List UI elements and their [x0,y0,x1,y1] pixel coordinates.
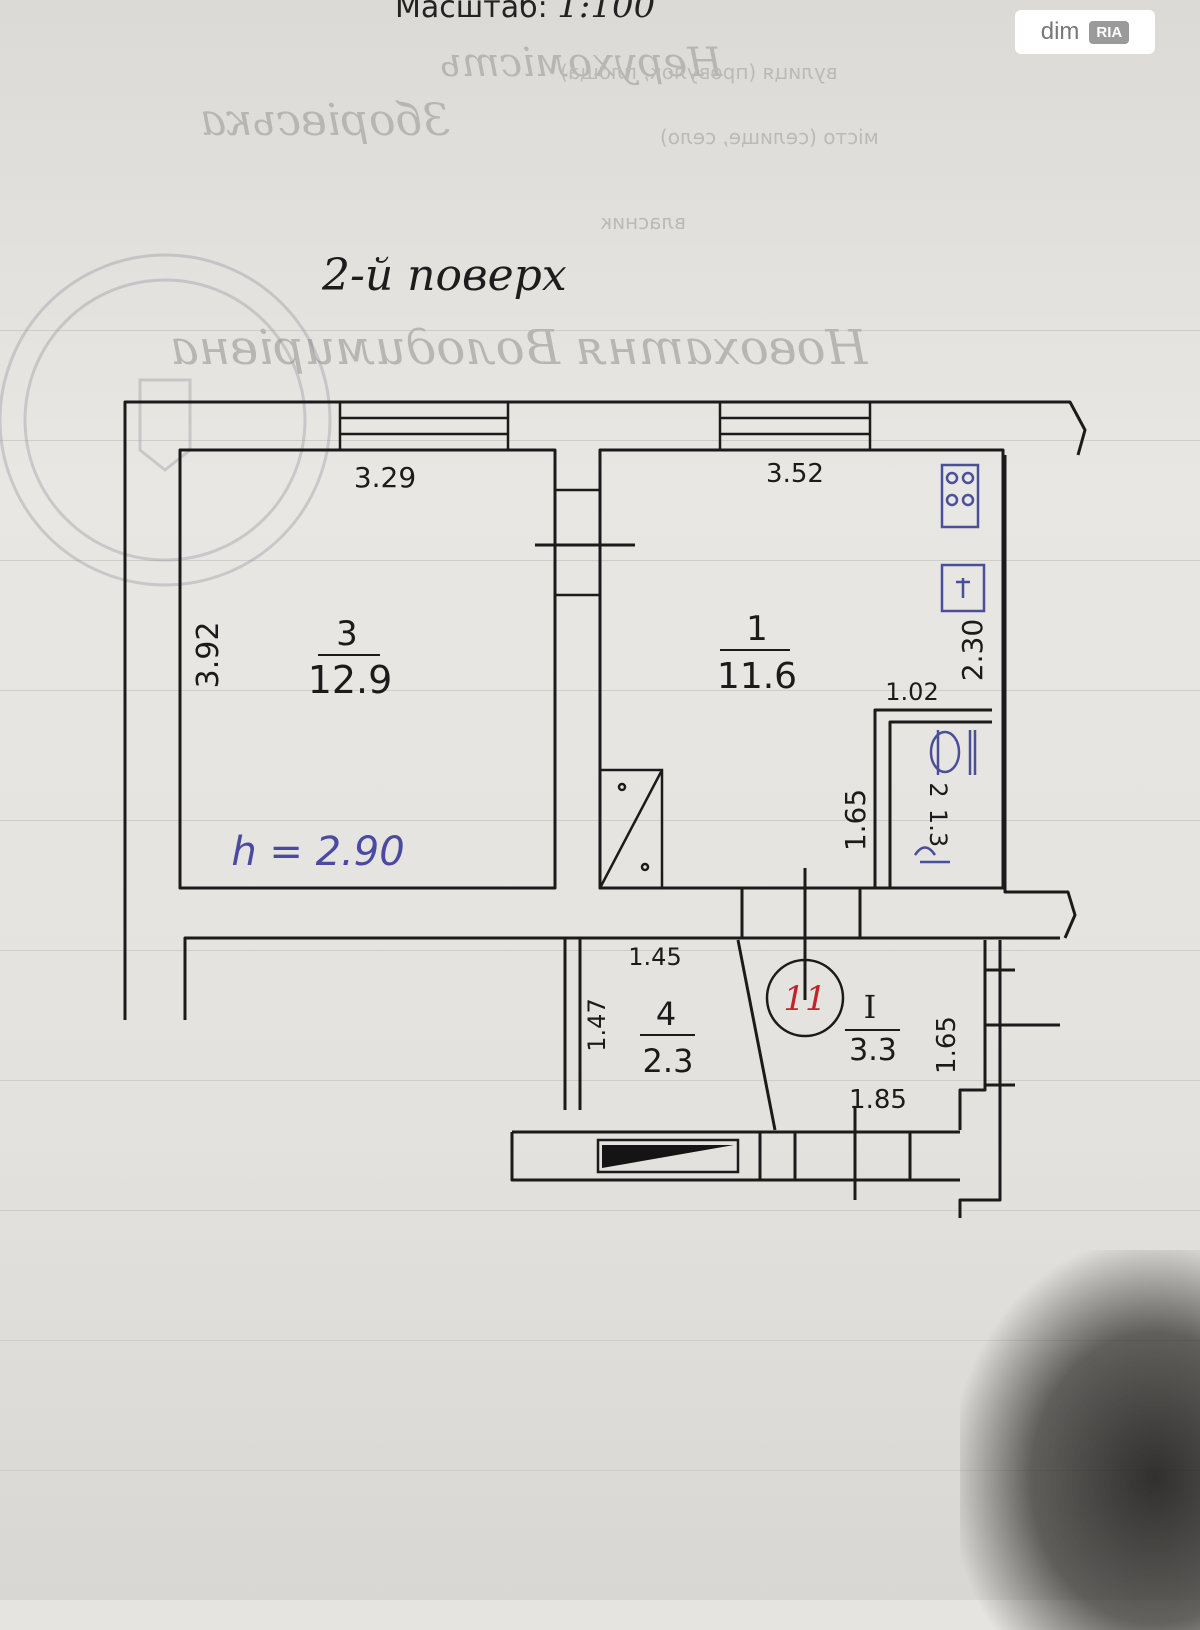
window-room-3-panes [340,416,508,436]
notary-stamp [0,253,332,587]
toilet-icon [929,730,961,774]
room-3-number: 3 [336,614,358,654]
dim-room-1-width: 3.52 [766,459,824,489]
outer-wall-right [1003,455,1077,939]
hall-right-wall [958,940,987,1130]
room-2-inner-walls [888,720,992,888]
walls [123,400,1087,1218]
hall-area: 3.3 [849,1033,897,1068]
shaft-fill [602,1145,734,1168]
ventilation-shaft [596,1138,740,1174]
scale-label: Масштаб: [395,0,548,25]
stove-burner-icon [961,493,975,507]
hall-ticks [985,968,1060,1087]
photo-shadow [960,1250,1200,1630]
window-room-1 [718,400,872,452]
ceiling-height: h = 2.90 [231,829,404,875]
kitchen-fixtures [940,463,986,613]
room-2-number: 2 [924,782,952,797]
stamp-emblem [138,378,192,472]
washbasin-icon [913,846,950,864]
closet-dot [617,782,627,792]
ruled-line [0,1210,1200,1211]
entry-jambs [758,1132,912,1180]
door-jambs [740,888,862,938]
room-4-number: 4 [656,995,676,1033]
shaft-frame [596,1138,740,1174]
sink-icon [940,563,986,613]
outer-wall-bottom-right [958,940,1002,1218]
dim-room-3-depth: 3.92 [191,622,226,689]
dim-hall-depth: 1.65 [932,1016,962,1074]
bathroom-fixtures [913,730,977,864]
sink-tap-icon [956,578,970,598]
dim-bath-depth: 1.65 [839,789,872,851]
dim-kitchen-depth: 2.30 [956,619,989,681]
windows [338,400,872,452]
room-4-left-wall [563,938,582,1110]
room-4-partition [736,939,777,1131]
outer-wall-bottom [510,1132,960,1182]
stove-burner-icon [945,471,959,485]
watermark-logo: RIA [1089,20,1130,44]
dim-room-4-depth: 1.47 [583,998,611,1051]
room-1-area: 11.6 [717,656,797,697]
closet-dot [640,862,650,872]
hall-number: I [864,988,877,1026]
watermark-badge: dim RIA [1015,10,1155,54]
closet-diagonal [598,769,664,889]
ruled-line [0,1470,1200,1471]
dim-room-4-width: 1.45 [628,943,681,971]
doorway-jambs [555,488,600,597]
window-room-1-panes [720,416,870,436]
watermark-word: dim [1040,18,1080,45]
floor-title: 2-й поверх [322,250,567,301]
closet [598,768,664,890]
dim-room-3-width: 3.29 [354,461,416,494]
room-2-area: 1.3 [924,809,952,847]
scale-value: 1:100 [557,0,656,26]
bathtub-icon [936,730,977,775]
ruled-line [0,1080,1200,1081]
room-labels: 3 12.9 1 11.6 2 1.3 4 2.3 I 3.3 [308,609,952,1080]
stove-burner-icon [961,471,975,485]
dimension-labels: 3.29 3.52 3.92 2.30 1.02 1.65 1.45 1.47 … [191,459,989,1115]
corridor-wall [183,936,1060,1020]
stamp-inner-ring [23,278,307,562]
ruled-line [0,950,1200,951]
room-4-area: 2.3 [643,1042,694,1080]
stair-marker-label: 11 [783,979,826,1019]
ruled-line [0,330,1200,331]
closet-box [598,768,664,890]
outer-wall-top-left [123,400,1087,1020]
scale-line: Масштаб: 1:100 [395,0,655,26]
room-2-walls [873,708,992,888]
doorway-3-1 [555,488,600,597]
dim-bath-width: 1.02 [885,678,938,706]
ruled-line [0,1340,1200,1341]
stove-burner-icon [945,493,959,507]
room-3-area: 12.9 [308,658,393,702]
stamp-outer-ring [0,253,332,587]
ruled-line [0,440,1200,441]
stair-marker-circle [765,958,845,1038]
room-2-label: 2 1.3 [924,782,952,847]
window-room-3 [338,400,510,452]
stove-icon [940,463,980,529]
room-1-number: 1 [746,609,768,649]
dim-hall-width: 1.85 [849,1085,907,1115]
